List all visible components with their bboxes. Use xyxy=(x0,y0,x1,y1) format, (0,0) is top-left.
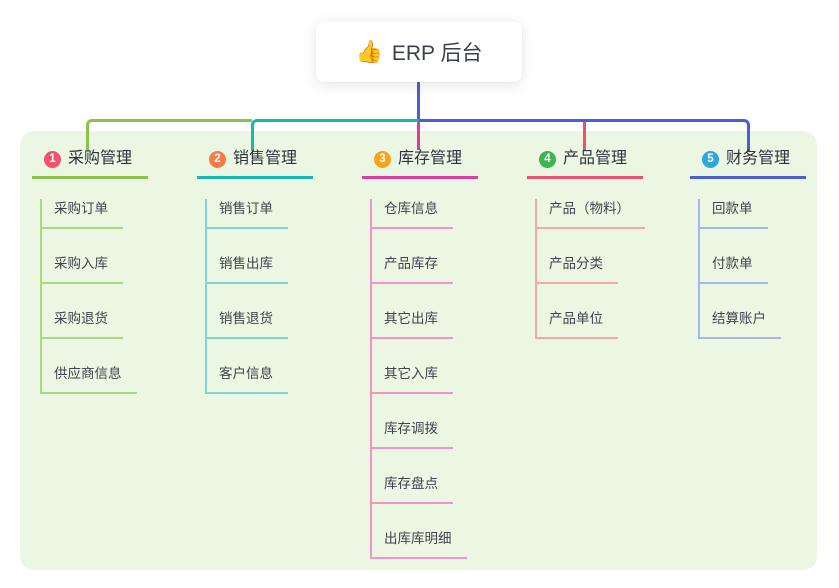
connector-root-drop xyxy=(417,82,420,120)
branch-number-badge: 3 xyxy=(374,150,391,168)
branch-label: 销售管理 xyxy=(233,150,298,167)
node-payment-bill[interactable]: 付款单 xyxy=(698,254,768,284)
node-purchase-inbound[interactable]: 采购入库 xyxy=(40,254,123,284)
branch-children: 回款单 付款单 结算账户 xyxy=(698,199,781,339)
branch-purchase: 1 采购管理 采购订单 采购入库 采购退货 供应商信息 xyxy=(32,149,149,394)
thumbs-up-icon: 👍 xyxy=(355,38,383,64)
node-purchase-order[interactable]: 采购订单 xyxy=(40,199,123,229)
node-product-unit[interactable]: 产品单位 xyxy=(535,309,618,339)
branch-label: 库存管理 xyxy=(398,150,463,167)
node-sales-outbound[interactable]: 销售出库 xyxy=(205,254,288,284)
branch-sales: 2 销售管理 销售订单 销售出库 销售退货 客户信息 xyxy=(197,149,314,394)
branch-children: 销售订单 销售出库 销售退货 客户信息 xyxy=(205,199,288,394)
node-product-material[interactable]: 产品（物料） xyxy=(535,199,645,229)
node-warehouse-info[interactable]: 仓库信息 xyxy=(370,199,453,229)
connector-branch1-elbow xyxy=(86,119,252,151)
node-product-category[interactable]: 产品分类 xyxy=(535,254,618,284)
node-purchase-return[interactable]: 采购退货 xyxy=(40,309,123,339)
branch-number-badge: 1 xyxy=(44,150,61,168)
connector-branch5-elbow xyxy=(419,119,750,151)
branch-header-sales[interactable]: 2 销售管理 xyxy=(197,149,314,179)
node-sales-order[interactable]: 销售订单 xyxy=(205,199,288,229)
branch-inventory: 3 库存管理 仓库信息 产品库存 其它出库 其它入库 库存调拨 库存盘点 出库库… xyxy=(362,149,479,559)
branch-product: 4 产品管理 产品（物料） 产品分类 产品单位 xyxy=(527,149,645,339)
branch-number-badge: 4 xyxy=(539,150,556,168)
branch-header-purchase[interactable]: 1 采购管理 xyxy=(32,149,149,179)
branch-label: 采购管理 xyxy=(68,150,133,167)
node-sales-return[interactable]: 销售退货 xyxy=(205,309,288,339)
branch-children: 仓库信息 产品库存 其它出库 其它入库 库存调拨 库存盘点 出库库明细 xyxy=(370,199,467,559)
node-other-inbound[interactable]: 其它入库 xyxy=(370,364,453,394)
branch-number-badge: 5 xyxy=(702,150,719,168)
branch-children: 产品（物料） 产品分类 产品单位 xyxy=(535,199,645,339)
branch-finance: 5 财务管理 回款单 付款单 结算账户 xyxy=(690,149,807,339)
branch-children: 采购订单 采购入库 采购退货 供应商信息 xyxy=(40,199,137,394)
connector-branch2-elbow xyxy=(251,119,420,151)
node-supplier-info[interactable]: 供应商信息 xyxy=(40,364,137,394)
node-stock-transfer[interactable]: 库存调拨 xyxy=(370,419,453,449)
connector-branch4-drop xyxy=(583,122,586,150)
branches-panel xyxy=(20,131,817,570)
node-receipt-bill[interactable]: 回款单 xyxy=(698,199,768,229)
branch-header-inventory[interactable]: 3 库存管理 xyxy=(362,149,479,179)
node-settlement-account[interactable]: 结算账户 xyxy=(698,309,781,339)
branch-header-product[interactable]: 4 产品管理 xyxy=(527,149,644,179)
node-outbound-detail[interactable]: 出库库明细 xyxy=(370,529,467,559)
node-product-stock[interactable]: 产品库存 xyxy=(370,254,453,284)
node-other-outbound[interactable]: 其它出库 xyxy=(370,309,453,339)
branch-label: 产品管理 xyxy=(563,150,628,167)
root-label: ERP 后台 xyxy=(391,41,483,65)
node-customer-info[interactable]: 客户信息 xyxy=(205,364,288,394)
branch-label: 财务管理 xyxy=(726,150,791,167)
root-node[interactable]: 👍 ERP 后台 xyxy=(316,21,522,82)
branch-header-finance[interactable]: 5 财务管理 xyxy=(690,149,807,179)
connector-branch3-drop xyxy=(417,122,420,150)
branch-number-badge: 2 xyxy=(209,150,226,168)
node-stock-taking[interactable]: 库存盘点 xyxy=(370,474,453,504)
